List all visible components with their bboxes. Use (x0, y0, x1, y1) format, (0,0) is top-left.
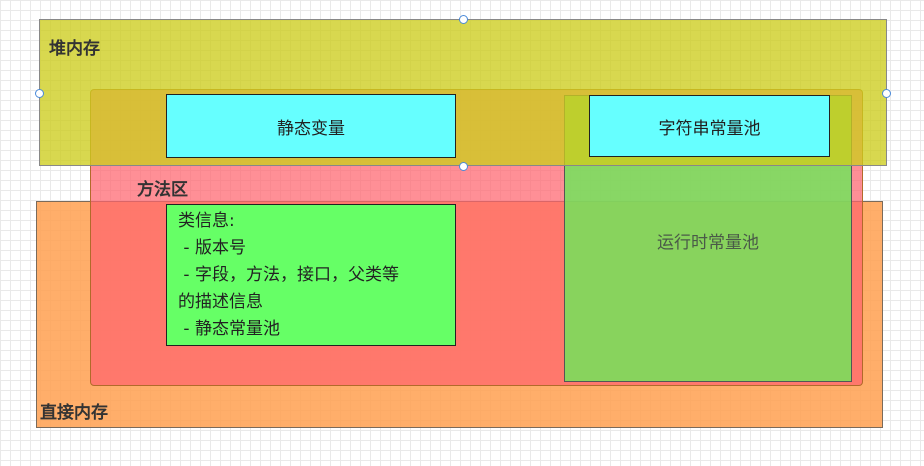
static-variables-label: 静态变量 (277, 118, 345, 139)
resize-handle-right[interactable] (882, 89, 891, 98)
runtime-constant-pool-label: 运行时常量池 (657, 233, 759, 253)
method-area-label: 方法区 (137, 180, 188, 200)
static-variables-box[interactable]: 静态变量 (166, 94, 456, 158)
heap-memory-label: 堆内存 (49, 39, 100, 59)
class-info-line-description: 的描述信息 (178, 292, 263, 312)
resize-handle-bottom[interactable] (459, 162, 468, 171)
direct-memory-label: 直接内存 (40, 403, 108, 423)
resize-handle-left[interactable] (35, 89, 44, 98)
string-constant-pool-label: 字符串常量池 (658, 118, 761, 139)
resize-handle-top[interactable] (459, 15, 468, 24)
class-info-line-version: - 版本号 (178, 238, 246, 258)
class-info-title: 类信息: (178, 211, 235, 231)
class-info-box[interactable]: 类信息: - 版本号 - 字段，方法，接口，父类等 的描述信息 - 静态常量池 (166, 204, 456, 346)
string-constant-pool-box[interactable]: 字符串常量池 (589, 95, 830, 157)
class-info-line-static-pool: - 静态常量池 (178, 319, 280, 339)
class-info-line-members: - 字段，方法，接口，父类等 (178, 265, 399, 285)
